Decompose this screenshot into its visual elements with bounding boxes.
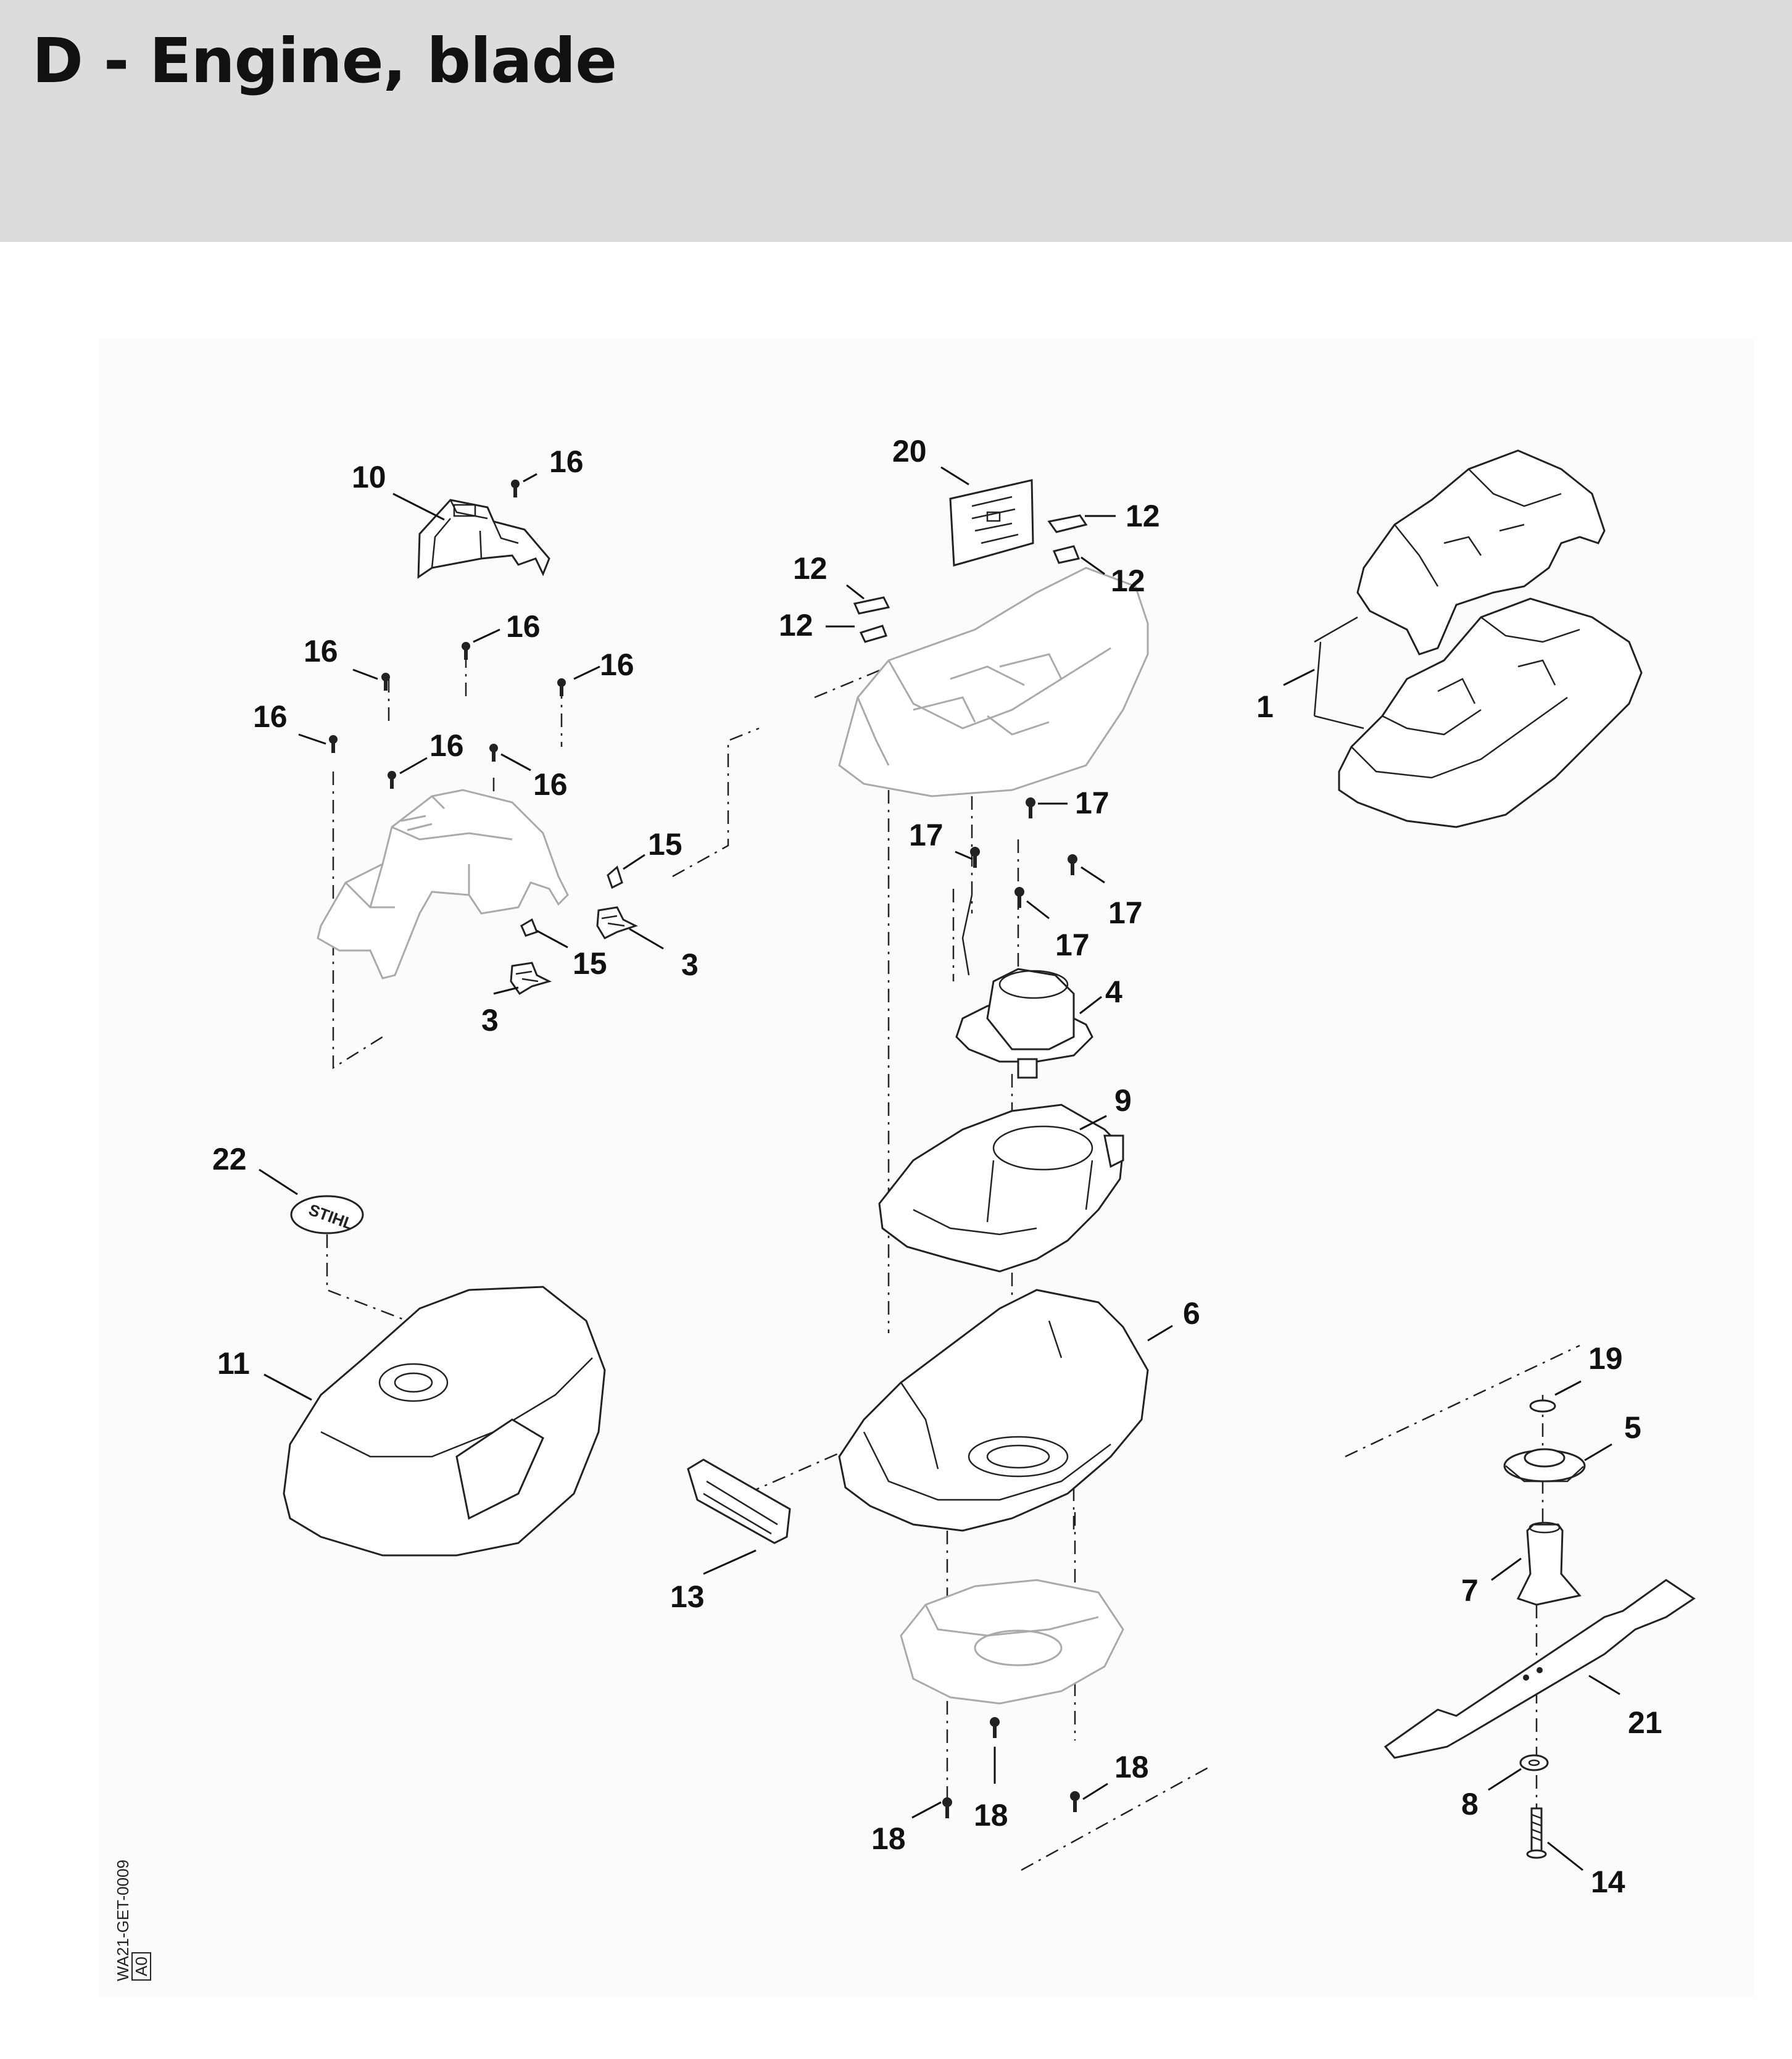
part-1-housing-assembly — [1313, 449, 1643, 828]
callout-9: 9 — [1114, 1083, 1132, 1118]
exploded-parts-diagram: STIHL — [99, 338, 1754, 1996]
part-15-cap-left — [520, 918, 538, 937]
part-3-clip-left — [510, 962, 552, 996]
callout-numbers: 1 3 3 4 5 6 7 8 9 10 11 12 12 12 12 13 1… — [212, 434, 1662, 1899]
part-12-springs — [853, 514, 1088, 643]
part-6-deck-housing — [838, 1289, 1149, 1532]
callout-6: 6 — [1183, 1296, 1200, 1331]
part-7-blade-adapter — [1516, 1521, 1582, 1606]
callout-7: 7 — [1461, 1573, 1479, 1608]
upper-housing-outline — [317, 789, 569, 980]
screw-16-d — [329, 735, 338, 753]
callout-18: 18 — [974, 1798, 1008, 1832]
part-14-bolt — [1526, 1807, 1547, 1859]
callout-20: 20 — [892, 434, 927, 468]
screws-16 — [329, 480, 566, 789]
callout-14: 14 — [1591, 1865, 1625, 1899]
callout-11: 11 — [217, 1346, 250, 1381]
part-21-blade — [1383, 1579, 1696, 1759]
page-title: D - Engine, blade — [32, 25, 617, 97]
callout-17: 17 — [1108, 896, 1143, 930]
callout-5: 5 — [1624, 1410, 1641, 1445]
callout-12: 12 — [1111, 564, 1145, 598]
callout-13: 13 — [670, 1579, 705, 1614]
callout-21: 21 — [1628, 1705, 1662, 1740]
part-11-top-cover — [283, 1286, 606, 1557]
callout-16: 16 — [549, 444, 584, 479]
part-20-circuit-board — [949, 479, 1034, 567]
svg-text:WA21-GET-0009: WA21-GET-0009 — [114, 1860, 132, 1981]
callout-16: 16 — [304, 634, 338, 668]
part-10-top-bracket — [417, 499, 550, 579]
screws-18 — [942, 1717, 1080, 1818]
screw-16-c — [557, 678, 566, 696]
deck-base-outline — [900, 1579, 1124, 1705]
page-header: D - Engine, blade — [0, 0, 1792, 242]
callout-4: 4 — [1105, 975, 1122, 1009]
drawing-code: WA21-GET-0009 A0 — [114, 1860, 151, 1981]
callout-12: 12 — [1126, 499, 1160, 533]
callout-16: 16 — [506, 609, 541, 644]
callout-17: 17 — [1055, 928, 1090, 962]
callout-12: 12 — [779, 608, 813, 643]
callout-16: 16 — [533, 767, 568, 802]
part-13-handle-grip — [687, 1458, 791, 1544]
screw-16-e — [388, 771, 396, 789]
screw-16-top — [511, 480, 520, 497]
screw-16-b — [462, 642, 470, 660]
callout-8: 8 — [1461, 1787, 1479, 1821]
part-5-fan-hub — [1503, 1448, 1586, 1483]
callout-16: 16 — [429, 728, 464, 763]
callout-18: 18 — [871, 1821, 906, 1856]
callout-17: 17 — [1075, 786, 1110, 820]
lower-housing-outline — [838, 567, 1149, 797]
callout-1: 1 — [1256, 689, 1274, 724]
svg-text:A0: A0 — [132, 1957, 151, 1976]
part-4-motor — [955, 894, 1093, 1079]
part-8-washer — [1519, 1754, 1549, 1771]
part-15-cap-right — [607, 865, 623, 889]
callout-15: 15 — [648, 827, 682, 862]
part-22-logo-badge: STIHL — [290, 1195, 364, 1234]
callout-15: 15 — [573, 946, 607, 981]
callout-12: 12 — [793, 551, 828, 586]
callout-10: 10 — [352, 460, 386, 494]
callout-3: 3 — [681, 947, 699, 982]
part-19-ring — [1529, 1399, 1556, 1413]
callout-leaders — [259, 466, 1620, 1871]
part-3-clip-right — [596, 906, 638, 939]
callout-22: 22 — [212, 1142, 247, 1176]
callout-18: 18 — [1114, 1750, 1149, 1784]
screw-16-f — [489, 744, 498, 762]
callout-19: 19 — [1588, 1341, 1623, 1376]
callout-16: 16 — [600, 647, 634, 682]
callout-3: 3 — [481, 1003, 499, 1038]
callout-16: 16 — [253, 699, 288, 734]
screws-17 — [970, 797, 1077, 908]
screw-16-a — [381, 673, 390, 691]
callout-17: 17 — [909, 818, 944, 852]
part-9-motor-mount — [878, 1104, 1124, 1273]
